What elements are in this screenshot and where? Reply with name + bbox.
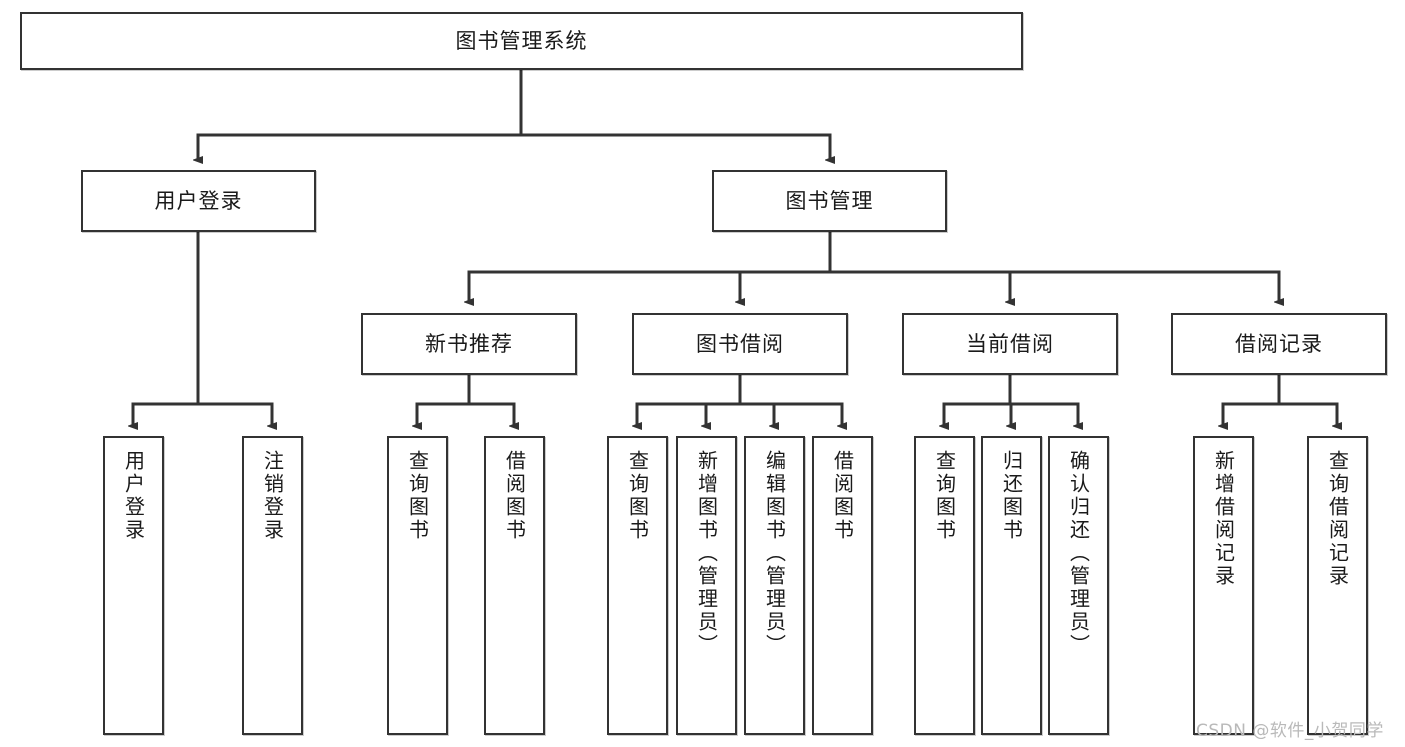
node-leaf-query-record[interactable]: 查询借阅记录 — [1307, 436, 1368, 735]
node-user-login-label: 用户登录 — [154, 188, 243, 213]
node-leaf-user-login[interactable]: 用户登录 — [103, 436, 164, 735]
node-leaf-user-login-label: 用户登录 — [121, 450, 146, 542]
node-leaf-edit-book-label: 编辑图书（管理员） — [762, 450, 787, 657]
node-leaf-query-book-3[interactable]: 查询图书 — [914, 436, 975, 735]
node-leaf-query-book-3-label: 查询图书 — [932, 450, 957, 542]
node-book-manage[interactable]: 图书管理 — [712, 170, 947, 232]
node-leaf-query-book-1-label: 查询图书 — [405, 450, 430, 542]
node-new-book-rec[interactable]: 新书推荐 — [361, 313, 577, 375]
node-leaf-logout-label: 注销登录 — [260, 450, 285, 542]
node-user-login[interactable]: 用户登录 — [81, 170, 316, 232]
node-borrow-record[interactable]: 借阅记录 — [1171, 313, 1387, 375]
node-leaf-borrow-book-2-label: 借阅图书 — [830, 450, 855, 542]
node-book-borrow-label: 图书借阅 — [696, 331, 784, 356]
node-root-label: 图书管理系统 — [455, 28, 588, 53]
node-leaf-add-record[interactable]: 新增借阅记录 — [1193, 436, 1254, 735]
node-current-borrow-label: 当前借阅 — [966, 331, 1054, 356]
node-leaf-borrow-book-1-label: 借阅图书 — [502, 450, 527, 542]
node-root[interactable]: 图书管理系统 — [20, 12, 1023, 70]
node-leaf-query-record-label: 查询借阅记录 — [1325, 450, 1350, 588]
node-leaf-add-book[interactable]: 新增图书（管理员） — [676, 436, 737, 735]
node-current-borrow[interactable]: 当前借阅 — [902, 313, 1118, 375]
csdn-watermark: CSDN @软件_小贺同学 — [1196, 721, 1384, 741]
node-leaf-confirm-return-label: 确认归还（管理员） — [1066, 450, 1091, 657]
node-leaf-query-book-2[interactable]: 查询图书 — [607, 436, 668, 735]
node-book-manage-label: 图书管理 — [785, 188, 874, 213]
node-leaf-query-book-1[interactable]: 查询图书 — [387, 436, 448, 735]
node-leaf-add-record-label: 新增借阅记录 — [1211, 450, 1236, 588]
node-leaf-borrow-book-2[interactable]: 借阅图书 — [812, 436, 873, 735]
node-leaf-confirm-return[interactable]: 确认归还（管理员） — [1048, 436, 1109, 735]
node-leaf-query-book-2-label: 查询图书 — [625, 450, 650, 542]
node-leaf-return-book-label: 归还图书 — [999, 450, 1024, 542]
node-leaf-add-book-label: 新增图书（管理员） — [694, 450, 719, 657]
node-leaf-logout[interactable]: 注销登录 — [242, 436, 303, 735]
node-leaf-borrow-book-1[interactable]: 借阅图书 — [484, 436, 545, 735]
node-book-borrow[interactable]: 图书借阅 — [632, 313, 848, 375]
node-new-book-rec-label: 新书推荐 — [425, 331, 513, 356]
node-borrow-record-label: 借阅记录 — [1235, 331, 1323, 356]
node-leaf-return-book[interactable]: 归还图书 — [981, 436, 1042, 735]
node-leaf-edit-book[interactable]: 编辑图书（管理员） — [744, 436, 805, 735]
